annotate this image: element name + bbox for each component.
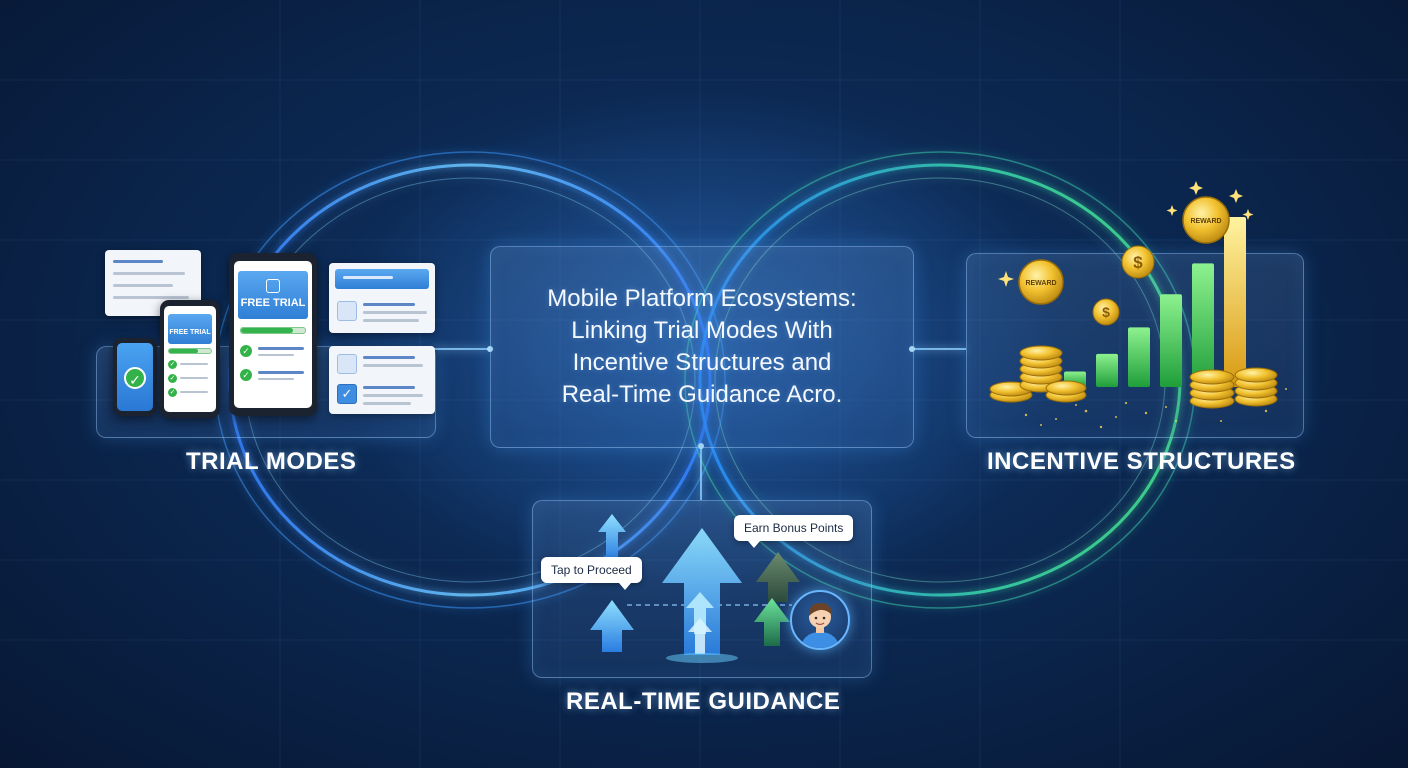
document-card bbox=[105, 250, 201, 316]
dollar-coin: $ bbox=[1121, 245, 1155, 279]
title-line: Real-Time Guidance Acro. bbox=[561, 381, 843, 408]
arrow-up-large-icon bbox=[662, 528, 742, 655]
center-title-panel: Mobile Platform Ecosystems: Linking Tria… bbox=[490, 246, 914, 448]
free-trial-banner: FREE TRIAL bbox=[238, 271, 308, 319]
growth-bar bbox=[1096, 353, 1118, 387]
trial-progress-bar bbox=[168, 348, 212, 354]
dollar-symbol: $ bbox=[1133, 253, 1143, 272]
user-icon bbox=[337, 301, 357, 321]
coin-stack-left bbox=[989, 345, 1087, 403]
earn-bonus-points-bubble: Earn Bonus Points bbox=[734, 515, 854, 548]
growth-bar bbox=[1224, 217, 1246, 387]
reward-label: REWARD bbox=[1190, 218, 1221, 225]
tap-to-proceed-bubble: Tap to Proceed bbox=[541, 557, 642, 590]
phone-medium: FREE TRIAL ✓ ✓ ✓ bbox=[160, 300, 220, 418]
growth-bar bbox=[1192, 263, 1214, 387]
trial-progress-bar bbox=[240, 327, 306, 334]
growth-bars bbox=[1064, 217, 1246, 387]
check-icon: ✓ bbox=[240, 345, 252, 357]
incentive-structures-label: INCENTIVE STRUCTURES bbox=[987, 448, 1296, 475]
phone-large: FREE TRIAL ✓ ✓ bbox=[229, 253, 317, 416]
arrow-up-icon bbox=[686, 592, 714, 634]
coin-stack-right bbox=[1189, 367, 1278, 409]
check-icon: ✓ bbox=[168, 360, 177, 369]
dollar-symbol: $ bbox=[1102, 304, 1110, 320]
profile-card bbox=[329, 263, 435, 333]
checkbox-icon: ✓ bbox=[337, 384, 357, 404]
arrow-up-dark-icon bbox=[756, 552, 800, 602]
person-icon bbox=[800, 603, 840, 648]
sparkle-icon bbox=[998, 181, 1254, 287]
title-line: Linking Trial Modes With bbox=[571, 317, 833, 344]
trial-modes-label: TRIAL MODES bbox=[186, 448, 357, 475]
arrow-up-icon bbox=[590, 600, 634, 652]
arrow-up-icon bbox=[598, 514, 626, 560]
app-icon bbox=[266, 279, 280, 293]
check-icon: ✓ bbox=[240, 369, 252, 381]
reward-coin: REWARD bbox=[1182, 196, 1230, 244]
growth-bar bbox=[1160, 294, 1182, 387]
sparkle-dust bbox=[1024, 388, 1287, 429]
reward-label: REWARD bbox=[1025, 280, 1056, 287]
user-avatar bbox=[790, 590, 850, 650]
real-time-guidance-label: REAL-TIME GUIDANCE bbox=[566, 688, 841, 715]
check-icon: ✓ bbox=[168, 374, 177, 383]
dollar-coin: $ bbox=[1092, 298, 1120, 326]
arrow-up-icon bbox=[688, 618, 712, 654]
title-line: Mobile Platform Ecosystems: bbox=[547, 285, 857, 312]
guidance-arrows-illustration bbox=[590, 514, 800, 663]
title-line: Incentive Structures and bbox=[572, 349, 832, 376]
incentive-illustration: $ $ REWARD REWARD bbox=[989, 181, 1287, 429]
task-card: ✓ bbox=[329, 346, 435, 414]
center-title: Mobile Platform Ecosystems: Linking Tria… bbox=[491, 247, 913, 447]
check-icon: ✓ bbox=[124, 367, 146, 389]
user-icon bbox=[337, 354, 357, 374]
free-trial-banner: FREE TRIAL bbox=[168, 314, 212, 344]
growth-bar bbox=[1128, 327, 1150, 387]
connector-lines bbox=[434, 348, 966, 500]
reward-coin: REWARD bbox=[1018, 259, 1064, 305]
phone-small: ✓ bbox=[113, 338, 157, 416]
arrow-up-green-icon bbox=[754, 598, 790, 646]
check-icon: ✓ bbox=[168, 388, 177, 397]
